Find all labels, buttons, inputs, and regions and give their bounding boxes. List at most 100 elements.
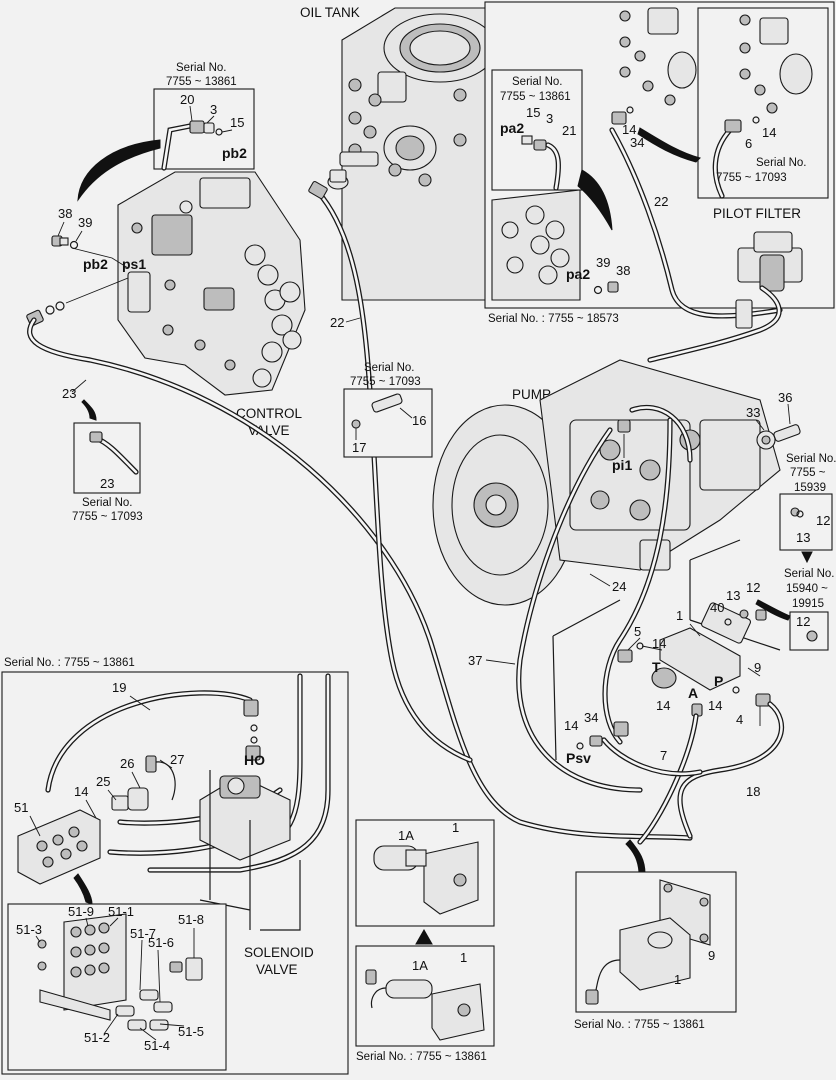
pilot-filter-label: PILOT FILTER [713, 206, 801, 221]
port-psv: Psv [566, 750, 591, 766]
callout-51: 51 [14, 800, 28, 815]
hose-22-left [308, 169, 473, 763]
hose-23 [27, 317, 693, 841]
callout-7: 7 [660, 748, 667, 763]
callout-15: 15 [230, 115, 244, 130]
detail-box-12 [789, 611, 829, 651]
solenoid-valve-label-2: VALVE [256, 962, 298, 977]
callout-6: 6 [745, 136, 752, 151]
callout-3: 3 [546, 111, 553, 126]
serial-label: Serial No. [784, 568, 835, 580]
serial-footer-13861: Serial No. : 7755 ~ 13861 [4, 657, 135, 669]
detail-box-12-13 [779, 493, 833, 551]
callout-34: 34 [584, 710, 598, 725]
callout-1-lower: 1 [460, 950, 467, 965]
callout-39: 39 [78, 215, 92, 230]
serial-range: 7755 ~ 17093 [716, 172, 787, 184]
callout-4: 4 [736, 712, 743, 727]
oil-tank-label: OIL TANK [300, 5, 360, 20]
callout-16: 16 [412, 413, 426, 428]
pump [432, 359, 781, 606]
callout-14-inner: 14 [762, 125, 776, 140]
serial-range: 7755 ~ 17093 [72, 511, 143, 523]
port-pa2-detail: pa2 [500, 120, 524, 136]
serial-range: 7755 ~ 13861 [500, 91, 571, 103]
callout-36: 36 [778, 390, 792, 405]
pump-label: PUMP [512, 387, 551, 402]
callout-51-8: 51-8 [178, 912, 204, 927]
port-pa2: pa2 [566, 266, 590, 282]
callout-13: 13 [796, 530, 810, 545]
callout-40: 40 [710, 600, 724, 615]
callout-18: 18 [746, 784, 760, 799]
serial-range: 7755 ~ 17093 [350, 376, 421, 388]
callout-21: 21 [562, 123, 576, 138]
serial-range: 7755 ~ 13861 [166, 76, 237, 88]
callout-26: 26 [120, 756, 134, 771]
callout-33: 33 [746, 405, 760, 420]
callout-9-detail: 9 [708, 948, 715, 963]
callout-12: 12 [816, 513, 830, 528]
callout-1: 1 [676, 608, 683, 623]
detail-box-1-1a-lower [355, 945, 495, 1047]
port-pb2: pb2 [83, 256, 108, 272]
callout-20: 20 [180, 92, 194, 107]
serial-label: Serial No. [756, 157, 807, 169]
callout-13-blk: 13 [726, 588, 740, 603]
serial-range-b: 15939 [794, 482, 826, 494]
callout-23-detail: 23 [100, 476, 114, 491]
serial-footer-13861: Serial No. : 7755 ~ 13861 [356, 1051, 487, 1063]
callout-51-6: 51-6 [148, 935, 174, 950]
serial-label: Serial No. [364, 362, 415, 374]
port-p: P [714, 673, 723, 689]
port-ho: HO [244, 752, 265, 768]
callout-22-top: 22 [654, 194, 668, 209]
callout-15: 15 [526, 105, 540, 120]
callout-25: 25 [96, 774, 110, 789]
callout-27: 27 [170, 752, 184, 767]
callout-24: 24 [612, 579, 626, 594]
callout-5: 5 [634, 624, 641, 639]
callout-3: 3 [210, 102, 217, 117]
callout-1a-upper: 1A [398, 828, 414, 843]
callout-14-psv: 14 [564, 718, 578, 733]
callout-38-top: 38 [616, 263, 630, 278]
serial-range-a: 7755 ~ [790, 467, 826, 479]
port-pb2-detail: pb2 [222, 145, 247, 161]
control-valve [117, 171, 306, 396]
callout-14-b: 14 [708, 698, 722, 713]
callout-23: 23 [62, 386, 76, 401]
callout-37: 37 [468, 653, 482, 668]
control-valve-label-2: VALVE [248, 423, 290, 438]
callout-1-detail: 1 [674, 972, 681, 987]
callout-51-5: 51-5 [178, 1024, 204, 1039]
control-valve-label-1: CONTROL [236, 406, 302, 421]
callout-51-7: 51-7 [130, 926, 156, 941]
serial-footer-18573: Serial No. : 7755 ~ 18573 [488, 313, 619, 325]
callout-17: 17 [352, 440, 366, 455]
serial-footer-13861: Serial No. : 7755 ~ 13861 [574, 1019, 705, 1031]
detail-box-23 [73, 422, 141, 494]
callout-19: 19 [112, 680, 126, 695]
callout-34: 34 [630, 135, 644, 150]
solenoid-block [617, 602, 771, 717]
callout-12-blk: 12 [746, 580, 760, 595]
callout-14: 14 [652, 636, 666, 651]
callout-51-4: 51-4 [144, 1038, 170, 1053]
pilot-filter [647, 231, 803, 363]
serial-label: Serial No. [786, 453, 836, 465]
callout-22: 22 [330, 315, 344, 330]
callout-51-1: 51-1 [108, 904, 134, 919]
solenoid-valve-label-1: SOLENOID [244, 945, 314, 960]
callout-38: 38 [58, 206, 72, 221]
callout-12-b: 12 [796, 614, 810, 629]
callout-14-sv: 14 [74, 784, 88, 799]
detail-box-1-1a-upper [355, 819, 495, 927]
port-ps1: ps1 [122, 256, 146, 272]
callout-51-3: 51-3 [16, 922, 42, 937]
callout-14-a: 14 [656, 698, 670, 713]
detail-box-pb2: Serial No. 7755 ~ 13861 [153, 62, 255, 171]
callout-9: 9 [754, 660, 761, 675]
callout-1-upper: 1 [452, 820, 459, 835]
